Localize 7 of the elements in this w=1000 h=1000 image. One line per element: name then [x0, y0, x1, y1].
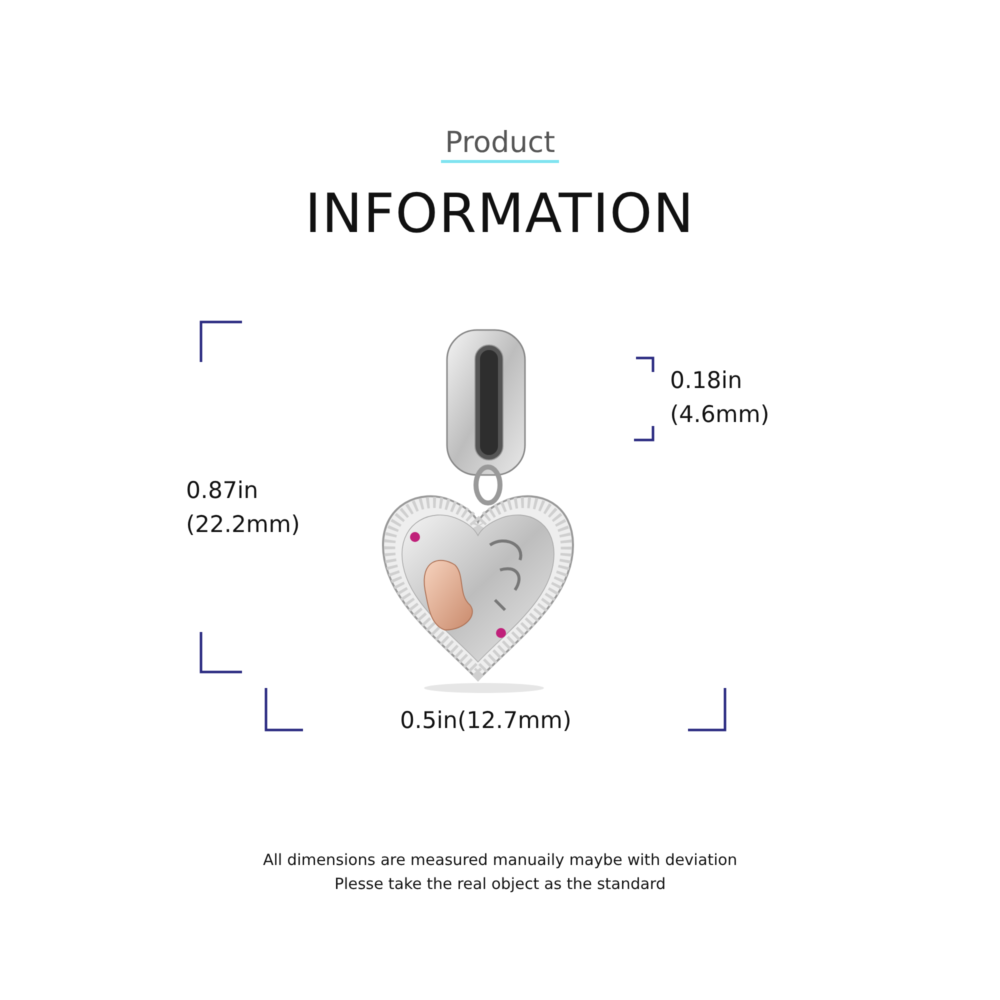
title: Product — [441, 125, 560, 163]
dimension-label: 0.5in(12.7mm) — [400, 708, 572, 734]
dimension-label: 0.87in (22.2mm) — [186, 477, 301, 540]
dimension-label: 0.18in (4.6mm) — [670, 367, 770, 430]
note-text: Plesse take the real object as the standard — [334, 875, 666, 893]
heading: INFORMATION — [305, 182, 695, 245]
note-text: All dimensions are measured manuaily maybe with deviation — [263, 851, 738, 869]
